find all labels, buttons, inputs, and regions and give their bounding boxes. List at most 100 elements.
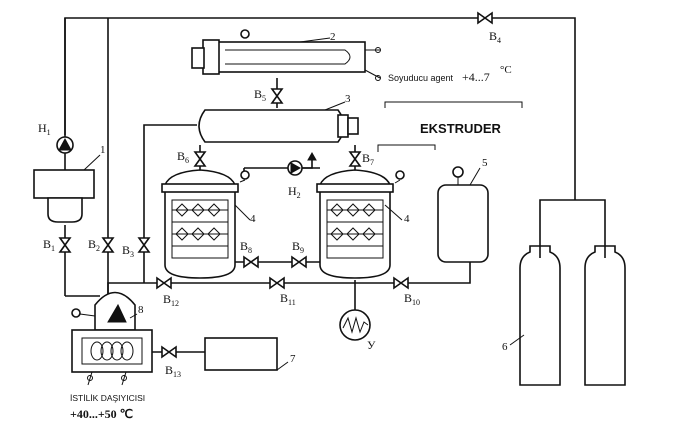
cooler-2-port-b (375, 75, 381, 81)
extruder-bracket (384, 101, 523, 108)
reactor-left-packing (171, 199, 229, 259)
valve-b6-label: B6 (177, 149, 189, 165)
coolant-label: Soyuducu agent (388, 73, 454, 83)
heat-source (339, 309, 371, 341)
label-7: 7 (290, 353, 296, 365)
unit-1-bottom (47, 197, 83, 223)
valve-b2-label: B2 (88, 237, 100, 253)
pump-h1-label: H1 (38, 121, 51, 137)
leader-5 (469, 167, 481, 186)
gauge-8-stem (79, 313, 96, 317)
extruder-leader (377, 144, 436, 152)
valve-labels: B1 B2 B3 B4 B5 B6 B7 B8 B9 B10 B11 B12 B… (43, 29, 501, 379)
gauge-2 (240, 29, 250, 39)
cooler-2-head (191, 47, 205, 69)
leader-1 (83, 154, 101, 171)
cooler-2-body (214, 41, 366, 73)
leader-3 (324, 101, 346, 111)
heater-8-base (71, 329, 153, 373)
leader-4a (234, 204, 251, 221)
valve-b13[interactable] (161, 345, 177, 359)
valve-b10[interactable] (393, 276, 409, 290)
h2-outlet-arrow (307, 151, 317, 161)
valve-b8[interactable] (243, 255, 259, 269)
valve-b4-label: B4 (489, 29, 501, 45)
exchanger-3 (198, 101, 359, 143)
pump-h1 (56, 136, 74, 154)
gauge-8 (71, 308, 81, 318)
valve-b12[interactable] (156, 276, 172, 290)
reactor-right-body (319, 169, 391, 279)
exchanger-3-flange (337, 114, 349, 138)
unit-1-body (33, 169, 95, 199)
heat-source-circle (339, 309, 371, 341)
reactor-4-right (316, 169, 405, 279)
cooler-2 (191, 29, 381, 81)
label-6: 6 (502, 341, 508, 353)
extruder-label: EKSTRUDER (420, 121, 502, 136)
valve-b10-label: B10 (404, 291, 420, 307)
coolant-temp: +4...7 (462, 70, 490, 84)
label-3: 3 (345, 93, 351, 105)
leader-6 (509, 334, 525, 346)
cylinder-right (584, 245, 626, 386)
heater-label: İSTİLİK DAŞIYICISI (70, 393, 145, 403)
heater-lead-a (87, 371, 93, 386)
exchanger-3-body (198, 109, 345, 143)
heater-lead-b (121, 371, 127, 386)
cylinders-6 (509, 245, 626, 386)
label-5: 5 (482, 157, 488, 169)
valve-b7-label: B7 (362, 151, 374, 167)
leader-8 (129, 313, 138, 319)
riser-b3 (143, 124, 197, 283)
valve-b6[interactable] (193, 151, 207, 167)
valve-b8-label: B8 (240, 239, 252, 255)
unit-7-body (204, 337, 278, 371)
leader-4b (384, 204, 403, 221)
number-labels: 1 2 3 4 4 5 6 7 8 (100, 31, 508, 365)
valve-b1[interactable] (58, 237, 72, 253)
valve-b7[interactable] (348, 151, 362, 167)
gauge-reactor-left (240, 170, 250, 180)
valve-b9-label: B9 (292, 239, 304, 255)
valve-b4[interactable] (477, 11, 493, 25)
valve-b5[interactable] (270, 88, 284, 104)
valve-b9[interactable] (291, 255, 307, 269)
reactor-right-packing (326, 199, 384, 259)
pump-h2-arrow (290, 162, 302, 174)
leader-2 (299, 37, 331, 43)
label-4b: 4 (404, 213, 410, 225)
vessel-5-body (437, 184, 489, 263)
gauge-reactor-right (395, 170, 405, 180)
valve-b2[interactable] (101, 237, 115, 253)
reactor-left-body (164, 169, 236, 279)
gauge-left-stem (239, 179, 246, 183)
valve-b11[interactable] (269, 276, 285, 290)
pump-h2-label: H2 (288, 184, 301, 200)
cooler-2-flange (202, 39, 220, 75)
label-2: 2 (330, 31, 336, 43)
reactor-right-flange (316, 183, 394, 193)
valve-b1-label: B1 (43, 237, 55, 253)
unit-7 (204, 337, 289, 371)
pump-h1-arrow (58, 137, 72, 151)
heater-8-mark (107, 303, 127, 323)
reactor-4-left (161, 169, 251, 279)
valve-b12-label: B12 (163, 292, 179, 308)
label-4a: 4 (250, 213, 256, 225)
valve-b13-label: B13 (165, 363, 181, 379)
heater-8 (71, 291, 153, 386)
heat-source-zigzag (342, 316, 369, 334)
coolant-unit: °C (500, 64, 512, 76)
leader-7 (276, 361, 289, 371)
heat-source-label: У (367, 338, 376, 352)
cylinder-left (519, 245, 561, 386)
unit-1 (33, 154, 101, 223)
label-8: 8 (138, 304, 144, 316)
reactor-left-flange (161, 183, 239, 193)
valve-b11-label: B11 (280, 291, 296, 307)
bottom-pipe (107, 262, 471, 300)
valve-b3[interactable] (137, 237, 151, 253)
cooler-2-out (364, 69, 381, 79)
pump-h2 (287, 151, 317, 176)
